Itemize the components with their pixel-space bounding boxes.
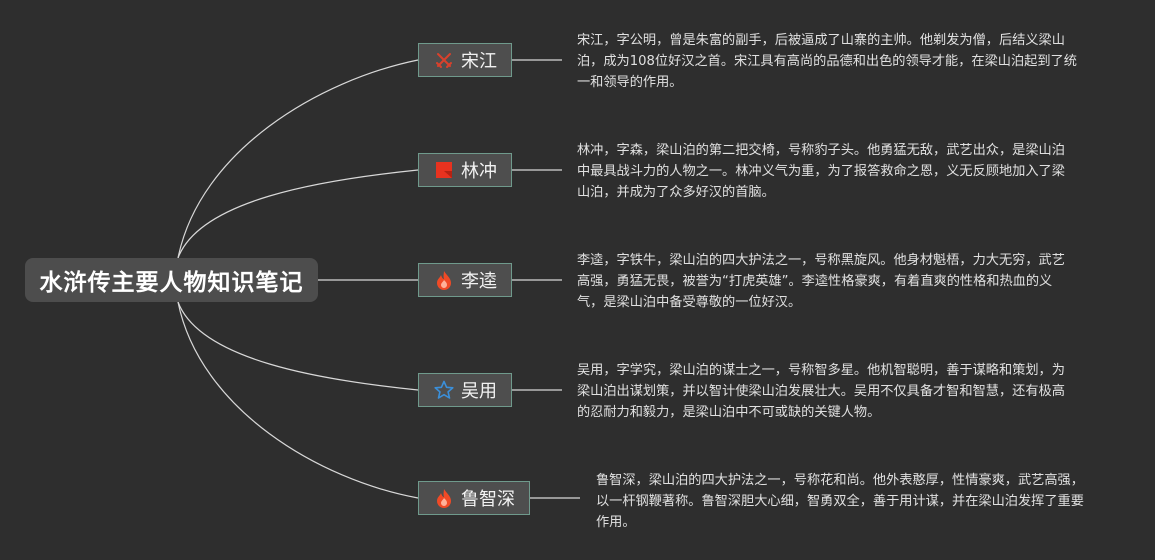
branch-topic-label: 林冲 xyxy=(461,161,497,182)
branch-topic-songjiang[interactable]: 宋江 xyxy=(418,43,512,77)
note-wuyong: 吴用，字学究，梁山泊的谋士之一，号称智多星。他机智聪明，善于谋略和策划，为梁山泊… xyxy=(577,363,1065,420)
connector-root-branch-1 xyxy=(177,169,419,259)
red-flag-icon xyxy=(433,159,455,181)
star-outline-icon xyxy=(433,379,455,401)
branch-topic-label: 鲁智深 xyxy=(461,489,515,510)
branch-topic-linchong[interactable]: 林冲 xyxy=(418,153,512,187)
branch-topic-label: 吴用 xyxy=(461,381,497,402)
connector-root-branch-3 xyxy=(177,301,419,391)
note-luzhishen: 鲁智深，梁山泊的四大护法之一，号称花和尚。他外表憨厚，性情豪爽，武艺高强，以一杆… xyxy=(596,473,1084,530)
root-topic-title: 水浒传主要人物知识笔记 xyxy=(39,270,304,296)
branch-topic-label: 李逵 xyxy=(461,271,497,292)
swords-icon xyxy=(433,49,455,71)
fire-icon xyxy=(433,269,455,291)
branch-topic-wuyong[interactable]: 吴用 xyxy=(418,373,512,407)
branch-topic-likui[interactable]: 李逵 xyxy=(418,263,512,297)
root-topic[interactable]: 水浒传主要人物知识笔记 xyxy=(25,258,318,302)
connector-root-branch-4 xyxy=(177,301,419,499)
branch-topic-luzhishen[interactable]: 鲁智深 xyxy=(418,481,530,515)
note-likui: 李逵，字铁牛，梁山泊的四大护法之一，号称黑旋风。他身材魁梧，力大无穷，武艺高强，… xyxy=(577,253,1065,310)
note-songjiang: 宋江，字公明，曾是朱富的副手，后被逼成了山寨的主帅。他剃发为僧，后结义梁山泊，成… xyxy=(577,33,1077,90)
branch-topic-label: 宋江 xyxy=(461,51,497,72)
fire-icon xyxy=(433,487,455,509)
note-linchong: 林冲，字森，梁山泊的第二把交椅，号称豹子头。他勇猛无敌，武艺出众，是梁山泊中最具… xyxy=(577,143,1065,200)
connector-root-branch-0 xyxy=(177,59,419,259)
